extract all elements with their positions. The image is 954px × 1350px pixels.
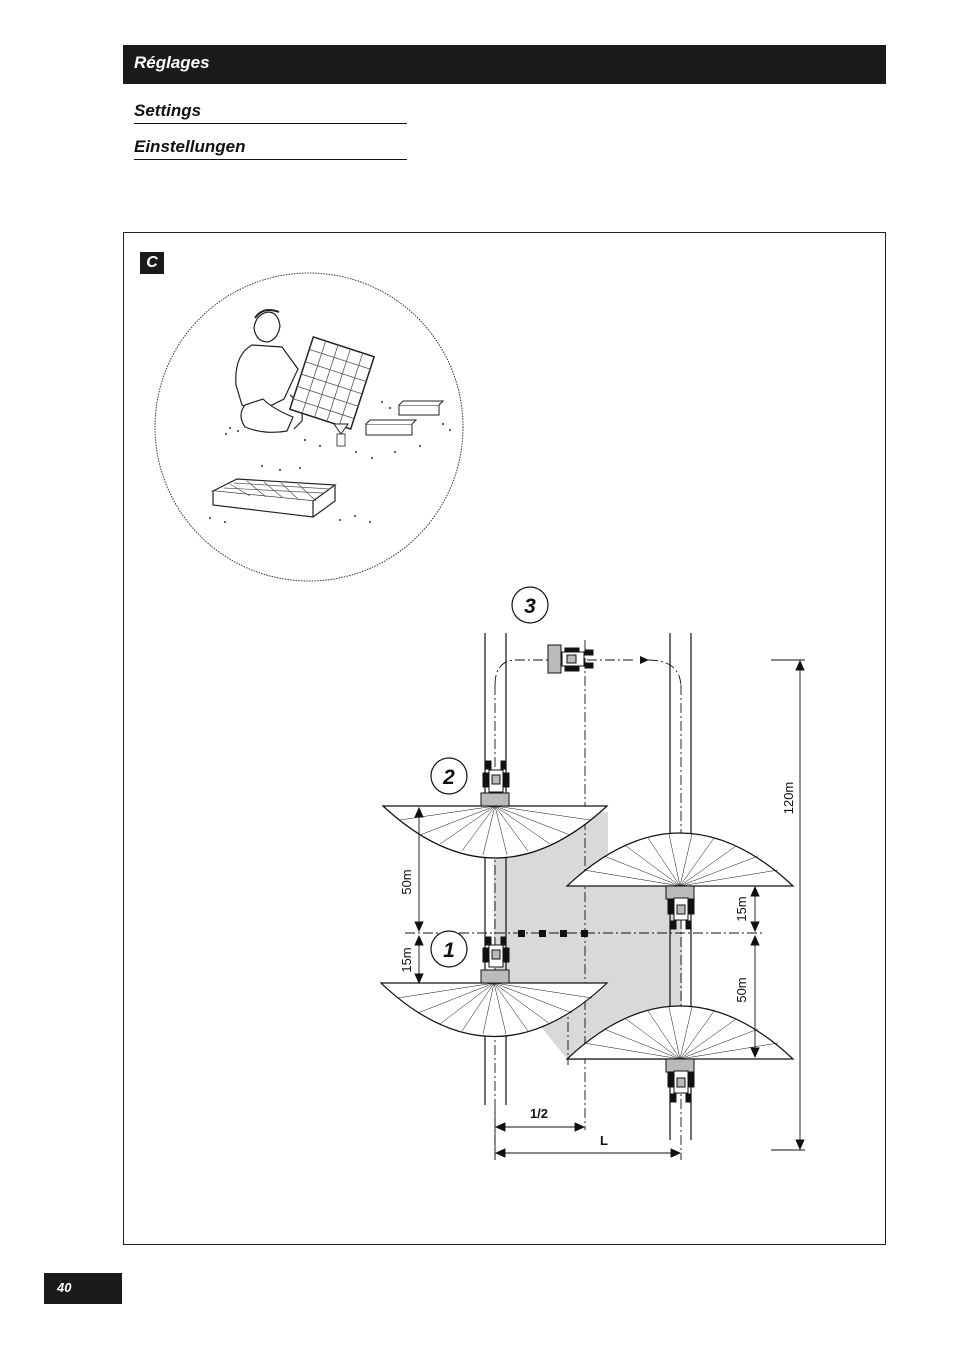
page-number-box: 40 bbox=[44, 1273, 122, 1304]
callout-3-label: 3 bbox=[524, 595, 536, 618]
test-tray-illustration bbox=[154, 272, 464, 582]
spread-fan-2 bbox=[381, 805, 609, 859]
section-header: Réglages bbox=[123, 45, 886, 84]
dimension-15m-right: 15m bbox=[734, 896, 749, 921]
callout-3: 3 bbox=[511, 586, 549, 624]
dimension-120m: 120m bbox=[781, 782, 796, 815]
callout-2: 2 bbox=[430, 757, 468, 795]
subtitle-german: Einstellungen bbox=[134, 137, 407, 160]
dimension-15m-left: 15m bbox=[399, 947, 414, 972]
figure-badge: C bbox=[140, 252, 164, 274]
dimension-50m-right: 50m bbox=[734, 977, 749, 1002]
dimension-l: L bbox=[600, 1133, 608, 1148]
section-title: Réglages bbox=[134, 53, 210, 72]
tractor-icon-2 bbox=[480, 760, 510, 807]
subtitle-english: Settings bbox=[134, 101, 407, 124]
spread-fan-1 bbox=[379, 982, 609, 1037]
tractor-icon-right-upper bbox=[665, 885, 695, 930]
page-number: 40 bbox=[57, 1280, 72, 1295]
spread-fan-right-lower bbox=[565, 1005, 795, 1060]
callout-2-label: 2 bbox=[442, 766, 455, 789]
dimension-lines bbox=[414, 659, 805, 1160]
tractor-icon-1 bbox=[480, 936, 510, 984]
measurement-trays bbox=[518, 930, 588, 937]
tractor-icon-3 bbox=[547, 644, 594, 674]
dimension-50m-left: 50m bbox=[399, 869, 414, 894]
figure-frame bbox=[123, 232, 886, 1245]
spread-fan-right-upper bbox=[565, 832, 795, 887]
callout-1: 1 bbox=[430, 930, 468, 968]
callout-1-label: 1 bbox=[443, 939, 455, 962]
dimension-half: 1/2 bbox=[530, 1106, 548, 1121]
tractor-icon-right-lower bbox=[665, 1058, 695, 1103]
turning-path bbox=[494, 656, 682, 689]
